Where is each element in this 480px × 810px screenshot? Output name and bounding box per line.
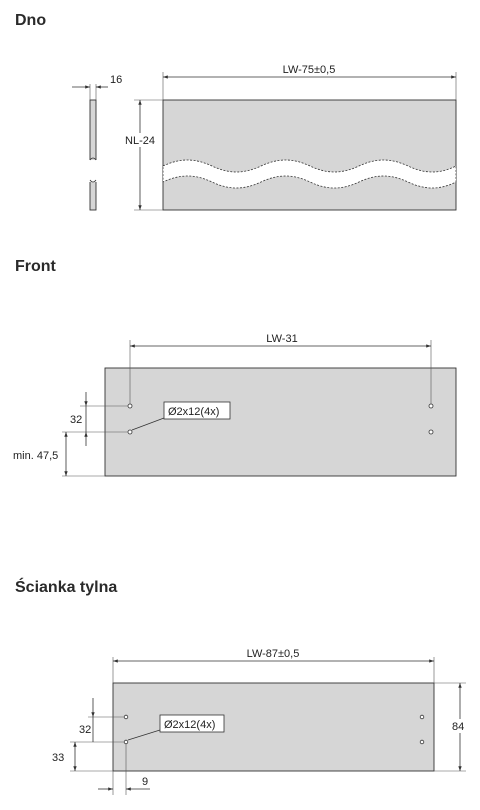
back-callout: Ø2x12(4x) [127, 714, 225, 741]
front-holes [127, 403, 434, 435]
front-panel [104, 367, 457, 477]
back-callout-label: Ø2x12(4x) [164, 719, 215, 731]
front-callout-label: Ø2x12(4x) [168, 406, 219, 418]
back-height-dimension: 84 [434, 682, 468, 772]
front-drawing: LW-31 32 min. 47,5 Ø2x12(4x) [12, 333, 457, 477]
back-height-label: 84 [452, 721, 464, 733]
back-width-label: LW-87±0,5 [247, 648, 300, 660]
front-min-dimension: min. 47,5 [12, 432, 105, 477]
front-spacing-dimension: 32 [62, 392, 128, 446]
back-drawing: LW-87±0,5 84 32 33 [52, 648, 468, 795]
section-title-back: Ścianka tylna [15, 579, 118, 596]
dno-height-dimension: NL-24 [121, 99, 163, 211]
back-spacing-label: 32 [79, 724, 91, 736]
front-width-label: LW-31 [266, 333, 297, 345]
back-offset-dimension: 9 [98, 744, 150, 795]
section-title-dno: Dno [15, 12, 47, 29]
dno-thickness-dimension: 16 [72, 74, 122, 100]
dno-panel [162, 99, 457, 211]
dno-drawing: 16 LW-75±0,5 NL-24 [72, 64, 457, 211]
back-bottom-dimension: 33 [52, 742, 113, 772]
back-spacing-dimension: 32 [70, 698, 124, 743]
dno-thickness-label: 16 [110, 74, 122, 86]
back-holes [123, 714, 425, 745]
front-callout: Ø2x12(4x) [131, 401, 231, 431]
front-spacing-label: 32 [70, 414, 82, 426]
dno-height-label: NL-24 [125, 135, 155, 147]
dno-side-profile [88, 99, 98, 211]
front-min-label: min. 47,5 [13, 450, 58, 462]
back-width-dimension: LW-87±0,5 [112, 648, 435, 683]
back-bottom-label: 33 [52, 752, 64, 764]
front-width-dimension: LW-31 [129, 333, 432, 404]
dno-width-dimension: LW-75±0,5 [162, 64, 457, 100]
back-offset-label: 9 [142, 776, 148, 788]
section-title-front: Front [15, 258, 56, 275]
dno-width-label: LW-75±0,5 [283, 64, 336, 76]
